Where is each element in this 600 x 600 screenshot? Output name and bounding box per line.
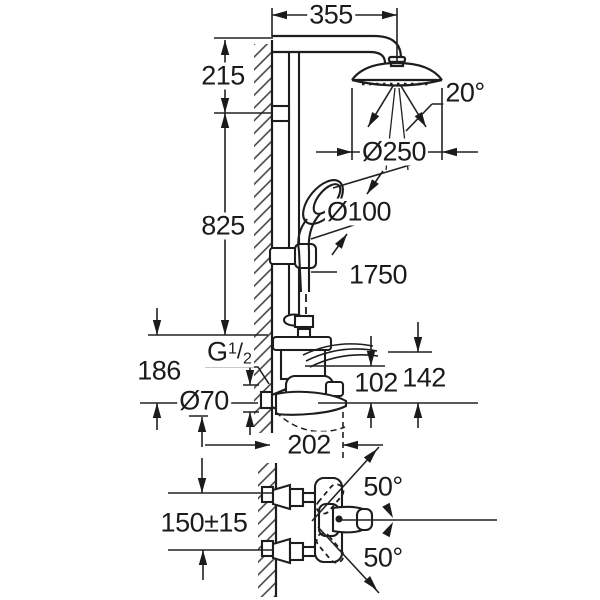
bath-mixer <box>260 476 374 565</box>
dim-label-spout-clearance-outer: 142 <box>400 362 448 393</box>
dim-label-spout-clearance-inner: 102 <box>352 367 400 398</box>
arrowheads <box>152 10 457 593</box>
dim-label-head-diameter: Ø250 <box>359 136 429 167</box>
dim-label-holder-to-valve: 825 <box>199 210 247 241</box>
dim-label-inlet-drop: 186 <box>135 355 183 386</box>
dim-label-thread: G1/2 <box>205 336 254 368</box>
diverter-valve <box>259 335 379 433</box>
dim-label-lever-swing-down: 50° <box>361 542 405 573</box>
wall-hatch <box>254 40 278 597</box>
dim-label-lever-swing-up: 50° <box>361 471 405 502</box>
thread-slash: / <box>236 338 244 364</box>
dim-label-hose-length: 1750 <box>346 259 410 290</box>
dim-label-spray-angle: 20° <box>443 77 487 108</box>
tub-spout <box>274 390 348 416</box>
dim-label-hand-shower-diameter: Ø100 <box>324 196 394 227</box>
wall-bracket <box>270 104 291 123</box>
dim-label-spout-reach: 202 <box>285 429 333 460</box>
thread-numerator: 1 <box>228 340 237 358</box>
dim-label-arm-width: 355 <box>307 0 355 30</box>
dim-label-arm-to-holder: 215 <box>199 60 247 91</box>
dim-label-connection-spacing: 150±15 <box>158 507 250 538</box>
dim-label-escutcheon-diameter: Ø70 <box>177 385 231 416</box>
thread-denominator: 2 <box>243 350 252 368</box>
thread-prefix: G <box>207 336 229 367</box>
shower-arm <box>272 34 407 68</box>
